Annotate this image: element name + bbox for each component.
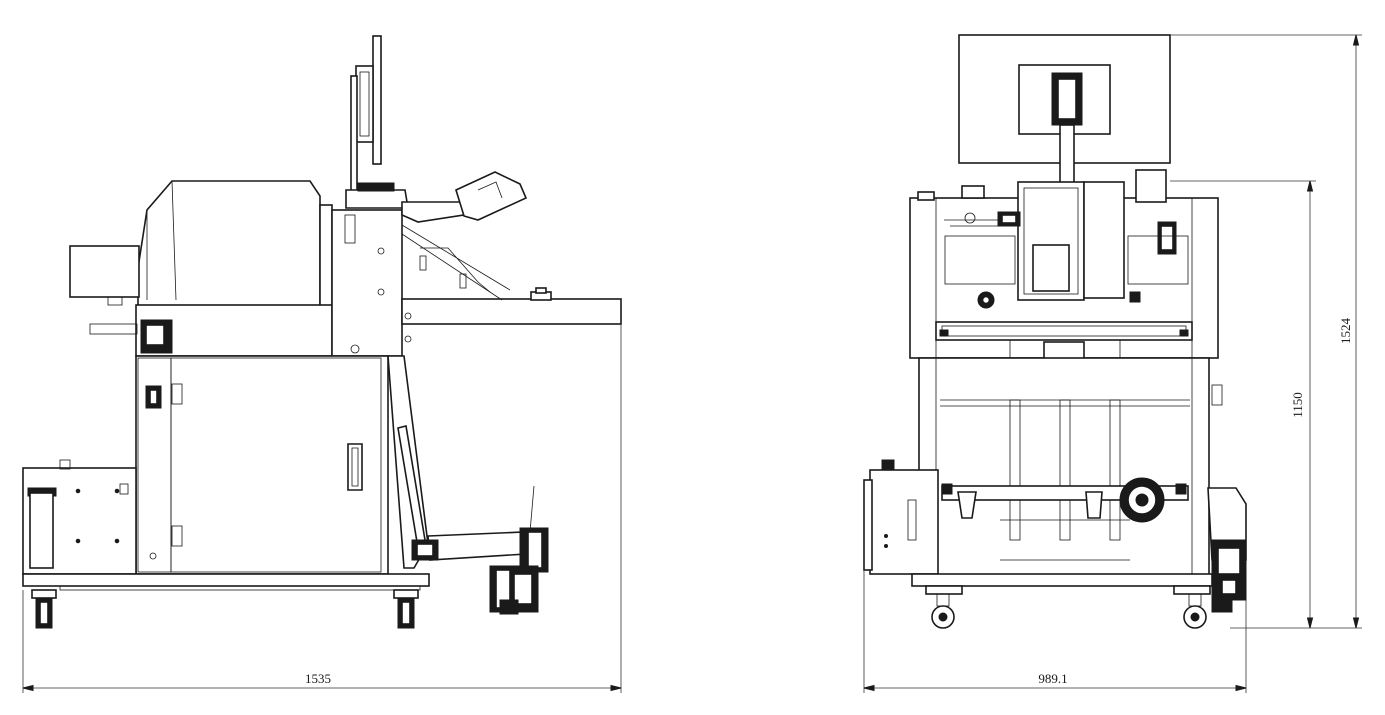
- side-module: [22, 459, 137, 575]
- monitor-front: [958, 34, 1171, 186]
- total-height-label: 1524: [1338, 318, 1353, 345]
- front-width-dimension: 989.1: [863, 570, 1247, 693]
- side-width-dimension: 1535: [22, 324, 622, 693]
- front-width-label: 989.1: [1038, 671, 1067, 686]
- monitor-side: [350, 35, 382, 195]
- side-width-label: 1535: [305, 671, 331, 686]
- side-box-front: [863, 459, 939, 575]
- mid-frame: [89, 209, 622, 357]
- body-height-label: 1150: [1290, 392, 1305, 418]
- motor-assembly-front: [1207, 487, 1247, 613]
- lower-frame-front: [918, 357, 1223, 579]
- total-height-dimension: 1524: [1170, 34, 1362, 629]
- upper-housing: [69, 180, 333, 307]
- console-arm: [345, 171, 528, 301]
- body-height-dimension: 1150: [1170, 180, 1316, 629]
- base-and-casters: [22, 573, 430, 629]
- lower-cabinet: [135, 355, 389, 575]
- base-casters-front: [911, 573, 1213, 629]
- front-view: 989.1 1150 1524: [863, 34, 1362, 693]
- roll-holder: [387, 355, 549, 615]
- side-view: 1535: [22, 35, 622, 693]
